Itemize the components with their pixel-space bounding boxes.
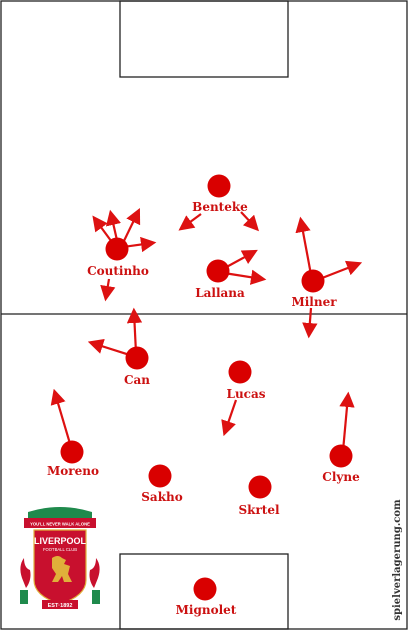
player-marker: [228, 360, 252, 384]
top-penalty-area: [119, 0, 289, 78]
player-label: Benteke: [192, 200, 248, 214]
crest-gate: [28, 507, 92, 520]
player-moreno: Moreno: [47, 440, 99, 478]
arrow-moreno-up: [50, 388, 73, 448]
arrow-clyne-up: [339, 391, 355, 452]
player-marker: [248, 475, 272, 499]
player-benteke: Benteke: [192, 174, 248, 214]
arrow-benteke-right: [240, 211, 260, 232]
player-sakho: Sakho: [141, 464, 183, 504]
crest-flame-right: [89, 558, 100, 588]
crest-est-banner: [42, 600, 78, 609]
liverbird-crest-icon: YOU'LL NEVER WALK ALONE LIVERPOOL FOOTBA…: [20, 507, 100, 609]
player-marker: [207, 174, 231, 198]
bottom-penalty-area: [119, 553, 289, 630]
crest-flame-right-green: [92, 590, 100, 604]
player-marker: [60, 440, 84, 464]
player-label: Mignolet: [176, 603, 237, 617]
arrow-lucas-downleft: [221, 399, 238, 437]
player-label: Sakho: [141, 490, 182, 504]
players: Benteke Coutinho Lallana Milner Can Luca…: [47, 174, 360, 617]
watermark-text: spielverlagerung.com: [392, 499, 403, 621]
arrow-benteke-left: [178, 213, 202, 231]
crest-motto-banner: [24, 518, 96, 528]
crest-motto: YOU'LL NEVER WALK ALONE: [30, 522, 90, 527]
player-marker: [148, 464, 172, 488]
crest-flame-left-green: [20, 590, 28, 604]
player-lucas: Lucas: [227, 360, 266, 401]
arrow-lallana-right: [223, 269, 267, 285]
crest-flame-left: [20, 558, 31, 588]
player-label: Moreno: [47, 464, 99, 478]
player-label: Clyne: [322, 470, 360, 484]
player-marker: [105, 237, 129, 261]
player-mignolet: Mignolet: [176, 577, 237, 617]
crest-liverbird: [52, 556, 72, 582]
player-clyne: Clyne: [322, 444, 360, 484]
player-label: Coutinho: [87, 264, 149, 278]
player-marker: [329, 444, 353, 468]
arrow-can-left: [87, 338, 134, 358]
crest-established: EST·1892: [48, 603, 73, 609]
player-marker: [193, 577, 217, 601]
crest-club-sub: FOOTBALL CLUB: [43, 547, 77, 552]
player-marker: [125, 346, 149, 370]
player-milner: Milner: [291, 269, 337, 309]
arrow-coutinho-down: [100, 278, 116, 302]
player-coutinho: Coutinho: [87, 237, 149, 278]
player-label: Can: [124, 373, 150, 387]
player-marker: [206, 259, 230, 283]
player-label: Milner: [291, 295, 337, 309]
player-skrtel: Skrtel: [238, 475, 280, 517]
player-can: Can: [124, 346, 150, 387]
player-label: Lucas: [227, 387, 266, 401]
movement-arrows: [50, 208, 363, 452]
player-label: Lallana: [195, 286, 245, 300]
arrow-can-up: [126, 307, 143, 354]
crest-club-name: LIVERPOOL: [34, 536, 87, 546]
player-marker: [301, 269, 325, 293]
arrow-milner-down: [302, 307, 318, 339]
player-label: Skrtel: [238, 503, 279, 517]
player-lallana: Lallana: [195, 259, 245, 300]
